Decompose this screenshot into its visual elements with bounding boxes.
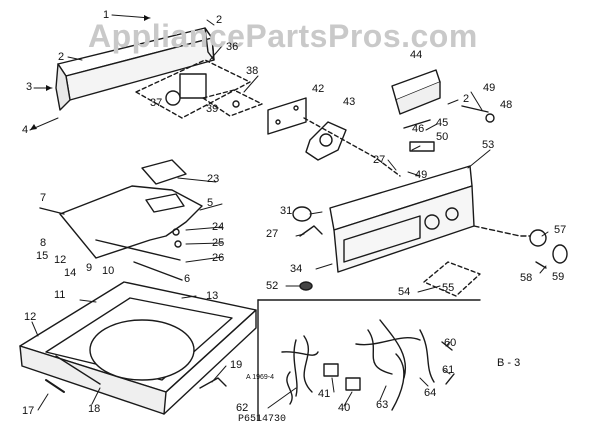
washer-top [19,281,257,415]
callout-label: 25 [212,237,225,249]
callout-label: 43 [343,96,356,108]
callout-label: 63 [376,399,389,411]
control-panel [329,165,533,273]
callout-label: 45 [436,117,449,129]
callout-label: 24 [212,221,225,233]
callout-label: 41 [318,388,331,400]
callout-label: 26 [212,252,225,264]
bracket-44 [391,69,495,152]
callout-label: 2 [216,14,223,26]
callout-label: 12 [24,311,37,323]
callout-label: 13 [206,290,219,302]
callout-label: 17 [22,405,35,417]
callout-label: 18 [88,403,101,415]
knobs [292,206,568,269]
callout-label: 38 [246,65,259,77]
callout-label: 40 [338,402,351,414]
callout-label: 2 [58,51,65,63]
callout-label: 58 [520,272,533,284]
callout-label: 2 [463,93,470,105]
callout-label: 55 [442,282,455,294]
diagram-code: P6514730 [238,414,287,425]
callout-label: 62 [236,402,249,414]
callout-label: 42 [312,83,325,95]
watermark: AppliancePartsPros.com [88,18,478,54]
callout-label: 49 [415,169,428,181]
callout-label: 14 [64,267,77,279]
callout-label: 61 [442,364,455,376]
callout-label: 6 [184,273,191,285]
arrow-heads [30,15,150,130]
callout-label: 60 [444,337,457,349]
callout-label: 9 [86,262,93,274]
callout-label: 5 [207,197,214,209]
callout-label: 50 [436,131,449,143]
callout-label: 31 [280,205,293,217]
callout-label: 12 [54,254,67,266]
callout-label: 36 [226,41,239,53]
callout-label: 53 [482,139,495,151]
callout-label: 46 [412,123,425,135]
callout-label: 23 [207,173,220,185]
callout-label: 64 [424,387,437,399]
callout-label: 7 [40,192,47,204]
callout-label: 37 [150,97,163,109]
leader-lines [29,14,549,411]
callout-label: 48 [500,99,513,111]
callout-label: 52 [266,280,279,292]
callout-label: 27 [373,154,386,166]
callout-label: 3 [26,81,33,93]
stamp-text: A 1969-4 [246,374,275,381]
callout-label: 44 [410,49,423,61]
callout-label: 1 [103,9,110,21]
callout-label: 49 [483,82,496,94]
callout-label: 27 [266,228,279,240]
callout-label: 8 [40,237,47,249]
switch-bracket [267,97,401,177]
callout-label: 57 [554,224,567,236]
dashed-parts-box [423,261,481,297]
callout-label: 11 [54,289,66,301]
console-backsplash [55,27,215,111]
callout-label: 10 [102,265,115,277]
callout-label: 19 [230,359,243,371]
section-label: B - 3 [497,357,521,369]
callout-label: 54 [398,286,411,298]
callout-label: 59 [552,271,565,283]
callout-label: 15 [36,250,49,262]
callout-label: 4 [22,124,29,136]
callout-label: 34 [290,263,303,275]
callout-label: 39 [206,103,219,115]
water-level-bracket [39,159,203,281]
timer-assembly [135,59,263,119]
wiring-harness [257,299,481,421]
